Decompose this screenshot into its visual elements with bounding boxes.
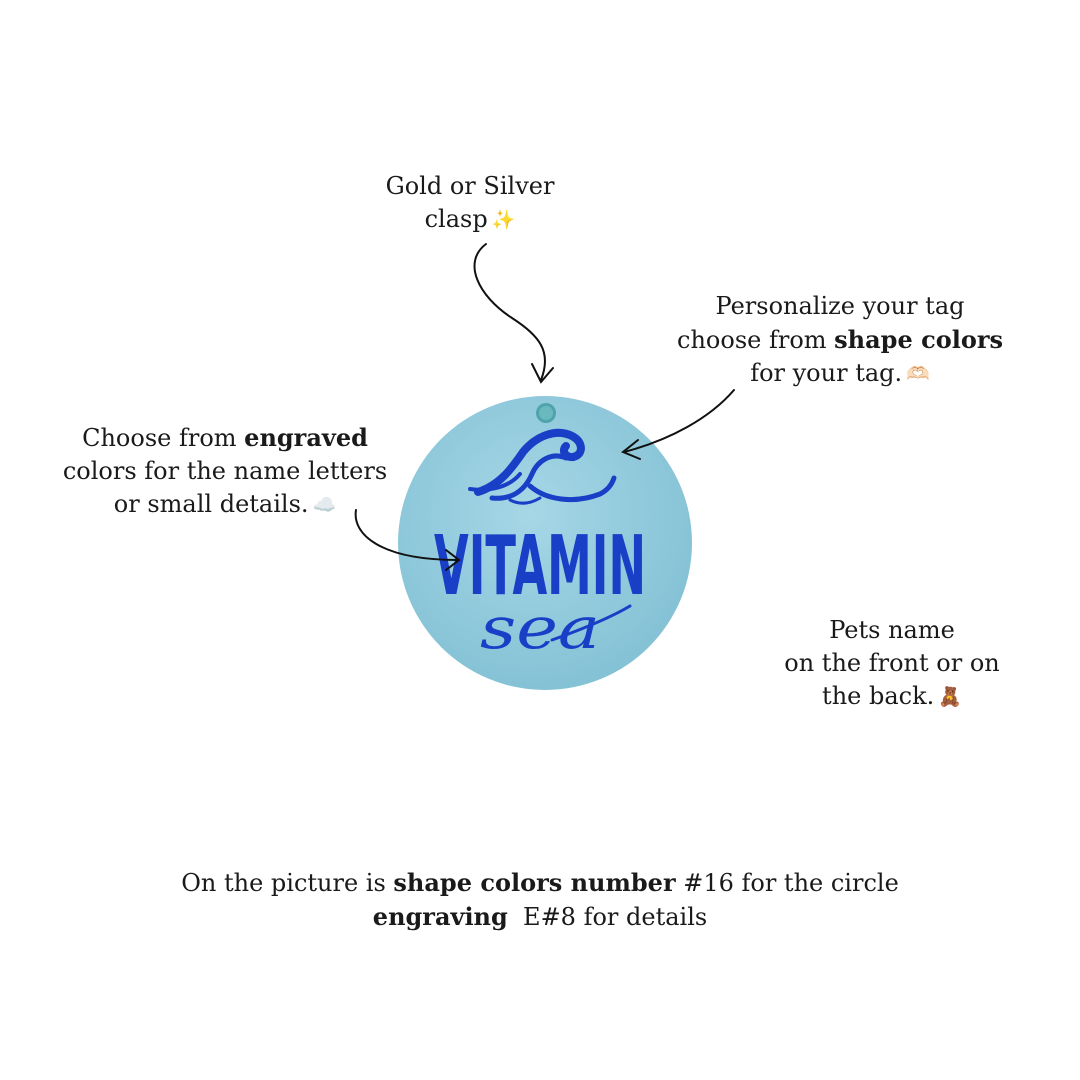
arrow-engraved [354, 509, 461, 571]
pets-note-line1: Pets name [829, 616, 955, 644]
shape-colors-note: Personalize your tag choose from shape c… [640, 290, 1040, 391]
shape-note-line1: Personalize your tag [715, 292, 965, 320]
engraved-bold: engraved [244, 423, 368, 452]
shape-note-line2: choose from [677, 326, 835, 354]
shape-colors-bold: shape colors [834, 325, 1003, 354]
color-codes-footer: On the picture is shape colors number #1… [90, 866, 990, 934]
pets-note-line2: on the front or on [784, 649, 1000, 677]
clasp-note-line2: clasp [424, 205, 488, 233]
footer-engraving-bold: engraving [372, 902, 508, 931]
pets-note-line3: the back. [822, 682, 935, 710]
clasp-note-line1: Gold or Silver [385, 172, 555, 200]
script-swash [550, 604, 632, 642]
arrow-shape [621, 389, 735, 460]
footer-line2-post: E#8 for details [507, 903, 708, 931]
engraved-note-line2: colors for the name letters [62, 457, 388, 485]
engraved-note-line1: Choose from [82, 424, 245, 452]
clasp-note: Gold or Silver clasp✨ [330, 170, 610, 237]
pets-name-note: Pets name on the front or on the back.🧸 [742, 614, 1042, 714]
shape-note-line3: for your tag. [750, 359, 903, 387]
engraved-colors-note: Choose from engraved colors for the name… [40, 421, 410, 522]
wave-icon [468, 428, 617, 505]
heart-hands-icon: 🫶🏻 [906, 363, 930, 385]
clasp-hole-inner [539, 406, 553, 420]
arrow-clasp [473, 243, 554, 384]
tag-shape [398, 396, 692, 690]
tag-name-text: VITAMIN [434, 519, 646, 614]
engraved-note-line3: or small details. [113, 490, 309, 518]
sparkles-icon: ✨ [491, 209, 516, 231]
footer-line1-post: #16 for the circle [675, 869, 899, 897]
teddy-bear-icon: 🧸 [938, 686, 962, 708]
cloud-icon: ☁️ [312, 494, 337, 516]
pet-tag: VITAMIN sea [398, 396, 692, 690]
footer-shape-colors-bold: shape colors number [393, 868, 676, 897]
footer-line1-pre: On the picture is [181, 869, 394, 897]
